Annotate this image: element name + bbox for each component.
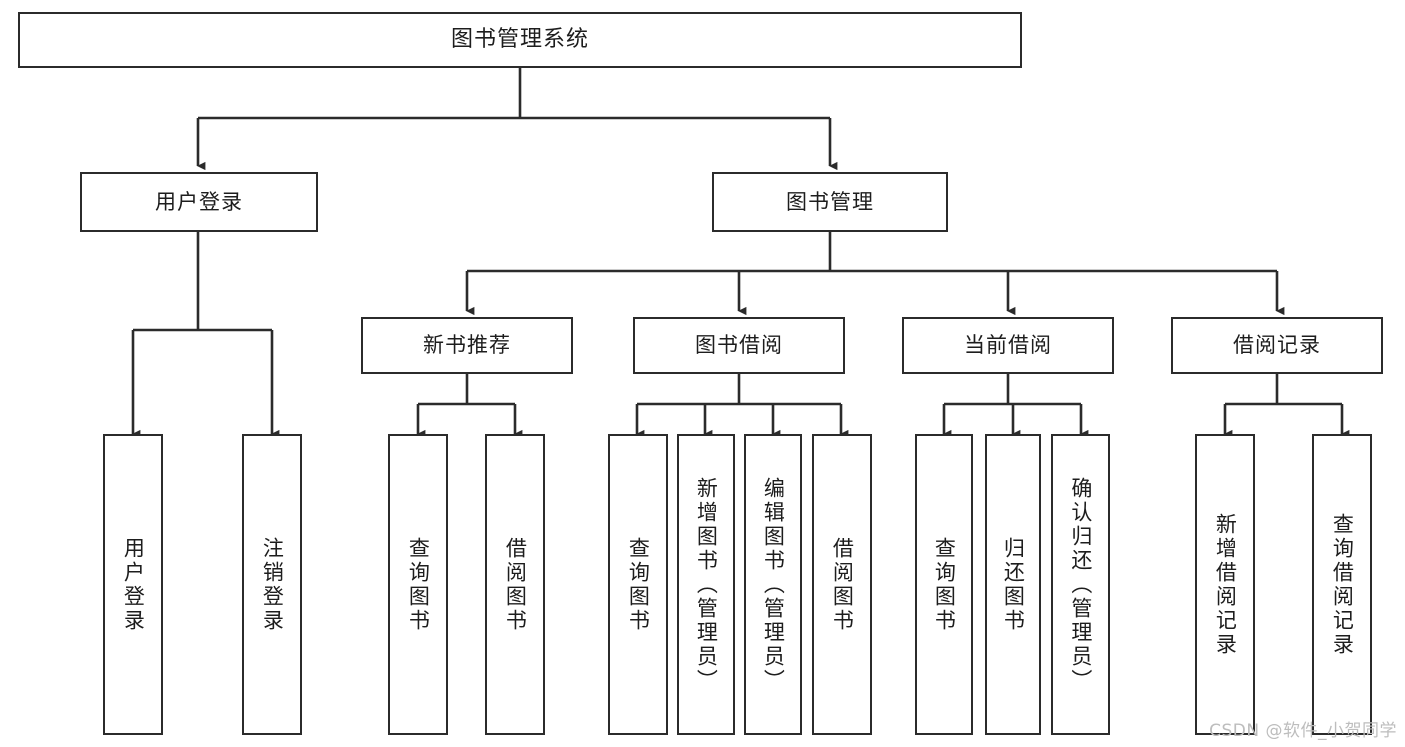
node-current-borrow[interactable]: 当前借阅 [902, 317, 1114, 374]
node-book-manage[interactable]: 图书管理 [712, 172, 948, 232]
node-logout-leaf[interactable]: 注销登录 [242, 434, 302, 735]
node-user-login-leaf-label: 用户登录 [121, 536, 146, 633]
node-query-book-rec[interactable]: 查询图书 [388, 434, 448, 735]
node-edit-book-admin-label: 编辑图书（管理员） [761, 476, 786, 693]
node-add-book-admin[interactable]: 新增图书（管理员） [677, 434, 735, 735]
node-new-book-recommend-label: 新书推荐 [423, 333, 511, 358]
node-borrow-record[interactable]: 借阅记录 [1171, 317, 1383, 374]
node-query-book-current-label: 查询图书 [932, 536, 957, 633]
node-book-manage-label: 图书管理 [786, 189, 874, 214]
node-borrow-book-rec-label: 借阅图书 [503, 536, 528, 633]
node-new-book-recommend[interactable]: 新书推荐 [361, 317, 573, 374]
node-logout-leaf-label: 注销登录 [260, 536, 285, 633]
node-book-borrow[interactable]: 图书借阅 [633, 317, 845, 374]
node-borrow-book[interactable]: 借阅图书 [812, 434, 872, 735]
node-user-login-leaf[interactable]: 用户登录 [103, 434, 163, 735]
node-current-borrow-label: 当前借阅 [964, 333, 1052, 358]
node-query-book-rec-label: 查询图书 [406, 536, 431, 633]
node-query-borrow-record[interactable]: 查询借阅记录 [1312, 434, 1372, 735]
node-borrow-record-label: 借阅记录 [1233, 333, 1321, 358]
node-add-borrow-record-label: 新增借阅记录 [1213, 512, 1238, 657]
node-query-book-borrow[interactable]: 查询图书 [608, 434, 668, 735]
node-edit-book-admin[interactable]: 编辑图书（管理员） [744, 434, 802, 735]
node-add-borrow-record[interactable]: 新增借阅记录 [1195, 434, 1255, 735]
watermark-text: CSDN @软件_小贺同学 [1209, 721, 1397, 741]
node-return-book-label: 归还图书 [1001, 536, 1026, 633]
node-add-book-admin-label: 新增图书（管理员） [694, 476, 719, 693]
node-root-book-management-system[interactable]: 图书管理系统 [18, 12, 1022, 68]
node-confirm-return-admin[interactable]: 确认归还（管理员） [1051, 434, 1110, 735]
node-confirm-return-admin-label: 确认归还（管理员） [1068, 476, 1093, 693]
node-book-borrow-label: 图书借阅 [695, 333, 783, 358]
node-root-label: 图书管理系统 [450, 27, 589, 53]
node-return-book[interactable]: 归还图书 [985, 434, 1041, 735]
node-borrow-book-rec[interactable]: 借阅图书 [485, 434, 545, 735]
node-user-login[interactable]: 用户登录 [80, 172, 318, 232]
node-query-borrow-record-label: 查询借阅记录 [1330, 512, 1355, 657]
node-query-book-current[interactable]: 查询图书 [915, 434, 973, 735]
node-borrow-book-label: 借阅图书 [830, 536, 855, 633]
node-user-login-label: 用户登录 [155, 189, 243, 214]
node-query-book-borrow-label: 查询图书 [626, 536, 651, 633]
